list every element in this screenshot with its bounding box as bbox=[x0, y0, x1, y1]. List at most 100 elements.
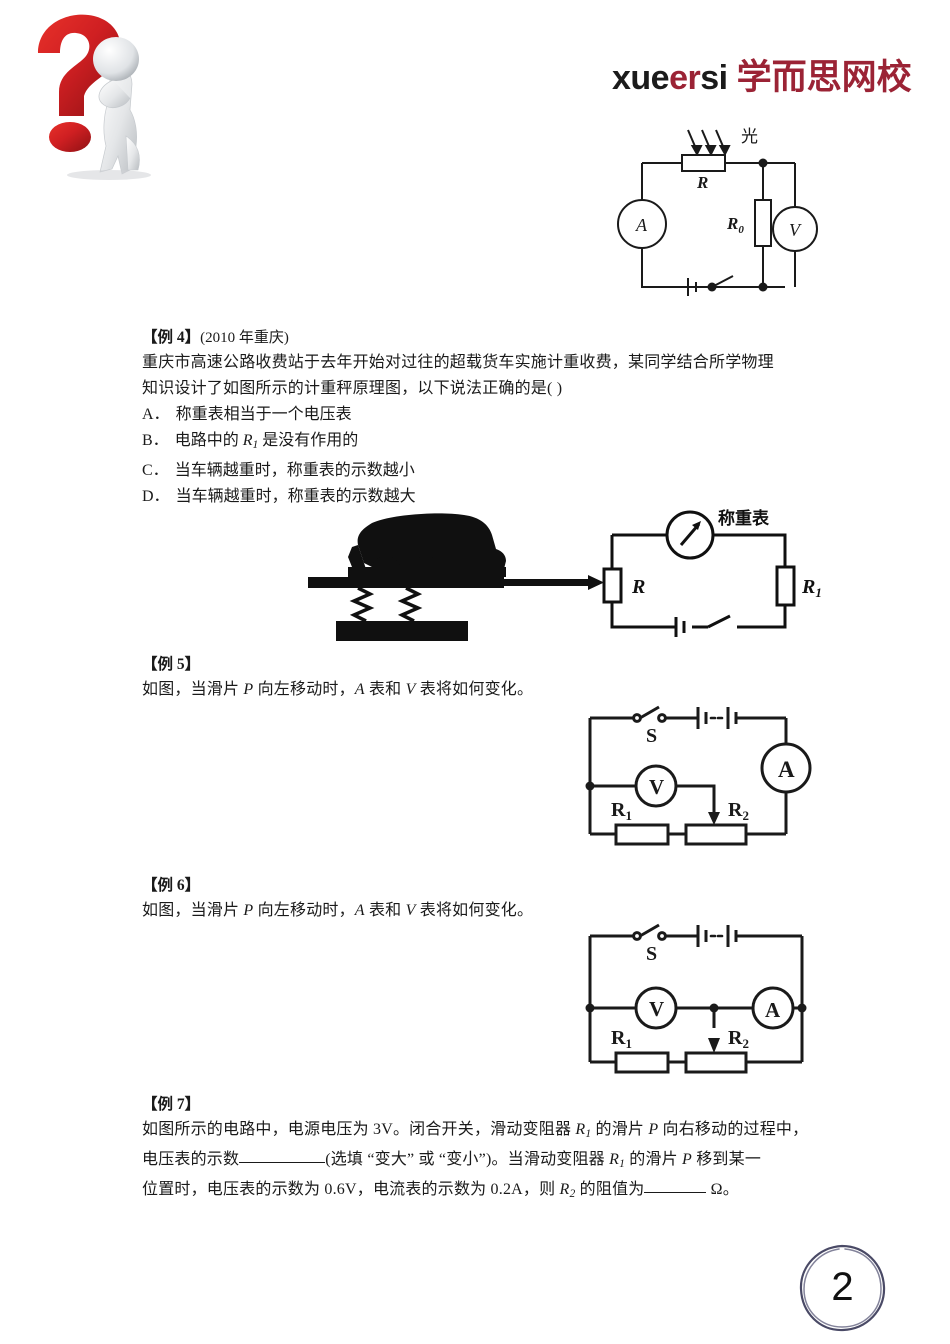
e6-part3: 表和 bbox=[364, 902, 406, 919]
e7-l3-var-r2: R bbox=[559, 1180, 570, 1198]
e7-l2-var-r1: R bbox=[609, 1150, 620, 1168]
figure-example5-circuit: S V A R1 R2 bbox=[568, 694, 888, 849]
ammeter-label: A bbox=[778, 757, 795, 782]
e7-l3-a: 位置时，电压表的示数为 0.6V，电流表的示数为 0.2A，则 bbox=[142, 1180, 560, 1198]
example-4-heading: 【例 4】(2010 年重庆) bbox=[142, 326, 774, 350]
e7-l1-a: 如图所示的电路中，电源电压为 3V。闭合开关，滑动变阻器 bbox=[142, 1121, 576, 1138]
e7-l3-c: Ω。 bbox=[706, 1180, 739, 1198]
e7-l2-var-p: P bbox=[682, 1150, 693, 1168]
resistor-r2-label: R2 bbox=[728, 1027, 749, 1051]
example-4-block: 【例 4】(2010 年重庆) 重庆市高速公路收费站于去年开始对过往的超载货车实… bbox=[142, 326, 774, 510]
resistor-r-label: R bbox=[696, 173, 708, 192]
e7-l1-c: 向右移动的过程中， bbox=[658, 1121, 809, 1138]
scale-rod bbox=[504, 579, 590, 586]
light-label: 光 bbox=[741, 127, 758, 146]
resistor-r2-label: R2 bbox=[728, 799, 749, 823]
e5-part3: 表和 bbox=[364, 681, 406, 698]
example-6-line-1: 如图，当滑片 P 向左移动时，A 表和 V 表将如何变化。 bbox=[142, 898, 533, 924]
example-6-heading: 【例 6】 bbox=[142, 877, 201, 894]
page-number-text: 2 bbox=[831, 1265, 854, 1309]
voltmeter-label: V bbox=[649, 997, 664, 1021]
example-7-line-1: 如图所示的电路中，电源电压为 3V。闭合开关，滑动变阻器 R1 的滑片 P 向右… bbox=[142, 1117, 808, 1147]
resistor-r0-label: R0 bbox=[726, 214, 744, 236]
figure-photoresistor-circuit: 光 R R0 A V bbox=[600, 115, 850, 300]
e6-var-p: P bbox=[243, 902, 254, 919]
example-4-source: (2010 年重庆) bbox=[200, 330, 289, 346]
e6-var-a: A bbox=[354, 902, 365, 919]
e7-l2-c: 的滑片 bbox=[625, 1150, 683, 1168]
option-d-id: D． bbox=[142, 487, 170, 505]
option-b-text-before: 电路中的 bbox=[174, 432, 243, 449]
answer-blank-2[interactable] bbox=[644, 1191, 707, 1193]
rod-arrow bbox=[588, 575, 604, 590]
page-number: 2 bbox=[795, 1240, 890, 1335]
resistor-r1-label: R1 bbox=[611, 1027, 632, 1051]
figure-example6-circuit: S V A R1 R2 bbox=[568, 912, 888, 1077]
option-b-text-after: 是没有作用的 bbox=[258, 432, 359, 449]
option-b-var: R bbox=[242, 432, 253, 449]
rheostat-r-label: R bbox=[631, 576, 645, 598]
ammeter-label: A bbox=[765, 998, 781, 1022]
e6-part1: 如图，当滑片 bbox=[142, 902, 244, 919]
example-7-line-3: 位置时，电压表的示数为 0.6V，电流表的示数为 0.2A，则 R2 的阻值为 … bbox=[142, 1177, 808, 1207]
example-4-option-C: C． 当车辆越重时，称重表的示数越小 bbox=[142, 458, 774, 484]
example-4-option-B: B． 电路中的 R1 是没有作用的 bbox=[142, 428, 774, 458]
option-d-text: 当车辆越重时，称重表的示数越大 bbox=[175, 487, 416, 505]
e7-l1-var-r1: R bbox=[575, 1121, 586, 1138]
e6-part2: 向左移动时， bbox=[253, 902, 355, 919]
e5-var-a: A bbox=[354, 681, 365, 698]
option-a-id: A． bbox=[142, 406, 170, 423]
e5-var-p: P bbox=[243, 681, 254, 698]
e6-part4: 表将如何变化。 bbox=[415, 902, 534, 919]
e7-l2-sub-1: 1 bbox=[619, 1157, 626, 1170]
example-7-block: 【例 7】 如图所示的电路中，电源电压为 3V。闭合开关，滑动变阻器 R1 的滑… bbox=[142, 1093, 808, 1207]
example-5-block: 【例 5】 如图，当滑片 P 向左移动时，A 表和 V 表将如何变化。 bbox=[142, 653, 533, 703]
e7-l2-a: 电压表的示数 bbox=[142, 1150, 240, 1168]
example-5-heading: 【例 5】 bbox=[142, 656, 201, 673]
e5-part1: 如图，当滑片 bbox=[142, 681, 244, 698]
option-a-text: 称重表相当于一个电压表 bbox=[175, 406, 352, 423]
scale-platform bbox=[308, 577, 504, 588]
example-4-option-A: A． 称重表相当于一个电压表 bbox=[142, 402, 774, 428]
e7-l1-b: 的滑片 bbox=[591, 1121, 649, 1138]
logo-text-er: er bbox=[669, 59, 701, 97]
example-4-option-D: D． 当车辆越重时，称重表的示数越大 bbox=[142, 484, 774, 510]
option-b-sub: 1 bbox=[252, 438, 259, 451]
question-mark-thinker-icon bbox=[14, 6, 179, 181]
option-c-text: 当车辆越重时，称重表的示数越小 bbox=[174, 461, 415, 479]
ammeter-label: A bbox=[635, 215, 648, 235]
example-4-line-1: 重庆市高速公路收费站于去年开始对过往的超载货车实施计重收费，某同学结合所学物理 bbox=[142, 354, 774, 371]
logo-text-si: si bbox=[700, 59, 728, 97]
example-4-head-label: 【例 4】 bbox=[142, 329, 201, 346]
example-4-line-2: 知识设计了如图所示的计重秤原理图，以下说法正确的是( ) bbox=[142, 380, 563, 397]
scale-base bbox=[336, 621, 468, 641]
springs bbox=[349, 586, 423, 623]
voltmeter-label: V bbox=[649, 775, 664, 799]
truck-silhouette bbox=[348, 513, 506, 586]
e5-var-v: V bbox=[405, 681, 416, 698]
option-c-id: C． bbox=[142, 461, 169, 479]
e7-l2-d: 移到某一 bbox=[692, 1150, 762, 1168]
e7-l2-b: (选填 “变大” 或 “变小”)。当滑动变阻器 bbox=[325, 1150, 610, 1168]
voltmeter-label: V bbox=[789, 220, 802, 240]
switch-s-label: S bbox=[646, 725, 657, 747]
example-5-line-1: 如图，当滑片 P 向左移动时，A 表和 V 表将如何变化。 bbox=[142, 677, 533, 703]
weighing-meter-label: 称重表 bbox=[718, 508, 770, 528]
e7-l1-sub-1: 1 bbox=[585, 1127, 592, 1140]
example-7-line-2: 电压表的示数 (选填 “变大” 或 “变小”)。当滑动变阻器 R1 的滑片 P 移… bbox=[142, 1147, 808, 1177]
figure-truck-weighing-scale: 称重表 R R1 bbox=[240, 505, 830, 645]
e5-part4: 表将如何变化。 bbox=[415, 681, 534, 698]
example-6-block: 【例 6】 如图，当滑片 P 向左移动时，A 表和 V 表将如何变化。 bbox=[142, 874, 533, 924]
resistor-r1-label: R1 bbox=[801, 576, 822, 600]
example-7-heading: 【例 7】 bbox=[142, 1096, 201, 1113]
logo-text-xue: xue bbox=[612, 59, 670, 97]
e6-var-v: V bbox=[405, 902, 416, 919]
logo-text-chinese: 学而思网校 bbox=[736, 58, 912, 97]
e7-l3-b: 的阻值为 bbox=[575, 1180, 645, 1198]
answer-blank-1[interactable] bbox=[239, 1161, 326, 1163]
switch-s-label: S bbox=[646, 943, 657, 965]
resistor-r1-label: R1 bbox=[611, 799, 632, 823]
option-b-id: B． bbox=[142, 432, 169, 449]
